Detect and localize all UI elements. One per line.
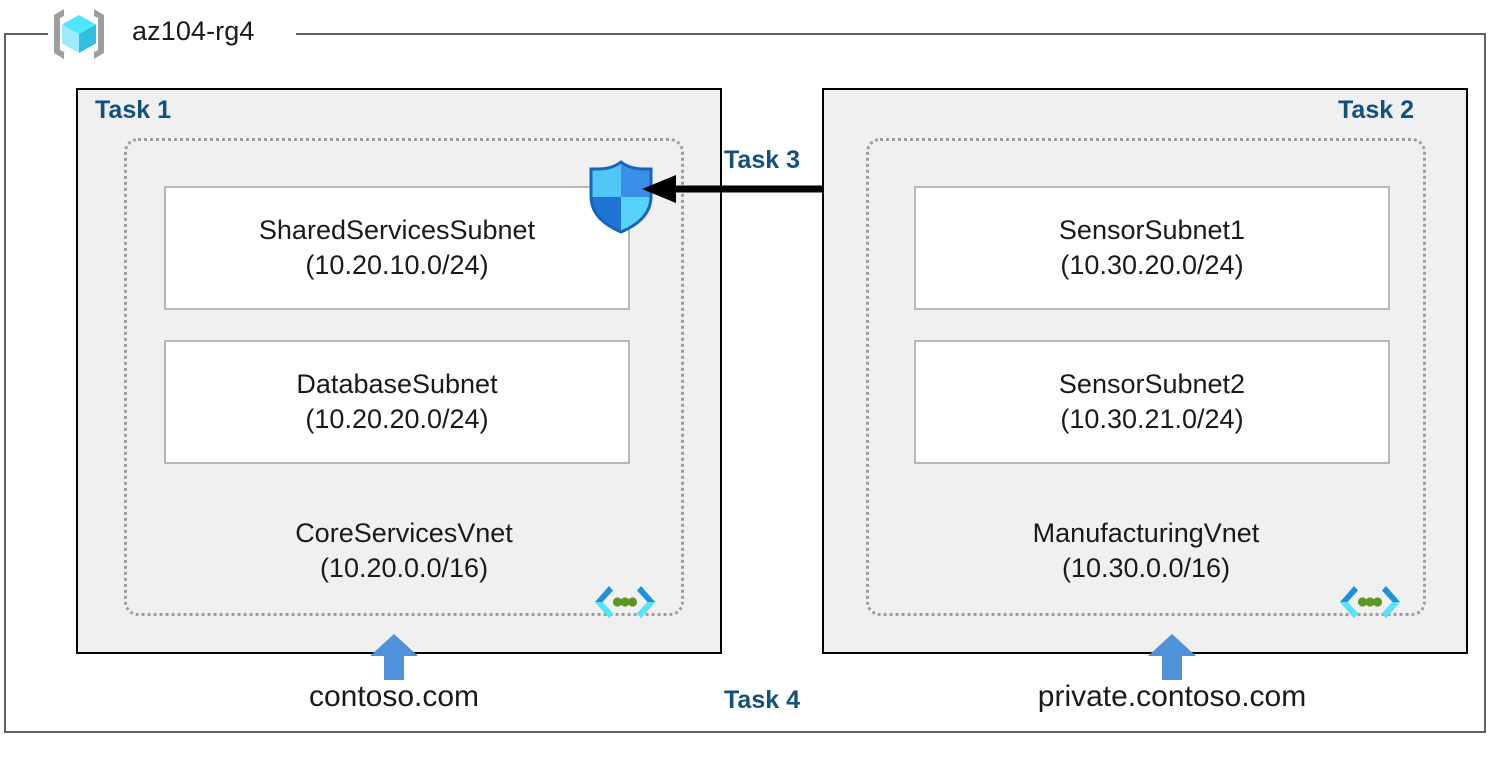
shared-services-subnet-cidr: (10.20.10.0/24) — [305, 250, 489, 280]
task-2-label: Task 2 — [1338, 96, 1414, 124]
sensor-subnet-2-cidr: (10.30.21.0/24) — [1060, 404, 1244, 434]
sensor-subnet-1-box: SensorSubnet1 (10.30.20.0/24) — [914, 186, 1390, 310]
core-services-vnet-cidr: (10.20.0.0/16) — [319, 552, 489, 583]
sensor-subnet-1-name: SensorSubnet1 — [1058, 214, 1246, 245]
database-subnet-name: DatabaseSubnet — [296, 368, 498, 399]
virtual-network-icon — [1337, 582, 1403, 626]
manufacturing-vnet-name: ManufacturingVnet — [1032, 518, 1260, 548]
task-4-label: Task 4 — [724, 686, 800, 714]
private-contoso-dns-label: private.contoso.com — [1037, 680, 1307, 713]
up-arrow-icon — [1148, 634, 1196, 680]
resource-group-border-bottom — [4, 731, 1486, 733]
task-3-label: Task 3 — [724, 146, 800, 174]
sensor-subnet-2-box: SensorSubnet2 (10.30.21.0/24) — [914, 340, 1390, 464]
manufacturing-vnet-boundary — [866, 138, 1426, 616]
database-subnet-box: DatabaseSubnet (10.20.20.0/24) — [164, 340, 630, 464]
resource-group-border-top-left-stub — [4, 33, 48, 35]
database-subnet-cidr: (10.20.20.0/24) — [305, 404, 489, 434]
azure-resource-group-cube-icon — [48, 7, 110, 61]
sensor-subnet-1-cidr: (10.30.20.0/24) — [1060, 250, 1244, 280]
core-services-vnet-label: CoreServicesVnet (10.20.0.0/16) — [124, 516, 684, 585]
sensor-subnet-2-name: SensorSubnet2 — [1058, 368, 1246, 399]
core-services-vnet-boundary — [124, 138, 684, 616]
resource-group-border-left — [4, 33, 6, 733]
shared-services-subnet-name: SharedServicesSubnet — [258, 214, 536, 245]
shared-services-subnet-box: SharedServicesSubnet (10.20.10.0/24) — [164, 186, 630, 310]
core-services-vnet-name: CoreServicesVnet — [295, 518, 513, 548]
manufacturing-vnet-cidr: (10.30.0.0/16) — [1061, 552, 1231, 583]
resource-group-border-right — [1484, 33, 1486, 733]
resource-group-title: az104-rg4 — [132, 16, 255, 46]
task-1-label: Task 1 — [95, 96, 171, 124]
up-arrow-icon — [370, 634, 418, 680]
contoso-dns-label: contoso.com — [308, 680, 480, 713]
virtual-network-icon — [592, 582, 658, 626]
firewall-shield-icon — [585, 160, 657, 234]
resource-group-border-top — [296, 33, 1486, 35]
manufacturing-vnet-label: ManufacturingVnet (10.30.0.0/16) — [866, 516, 1426, 585]
